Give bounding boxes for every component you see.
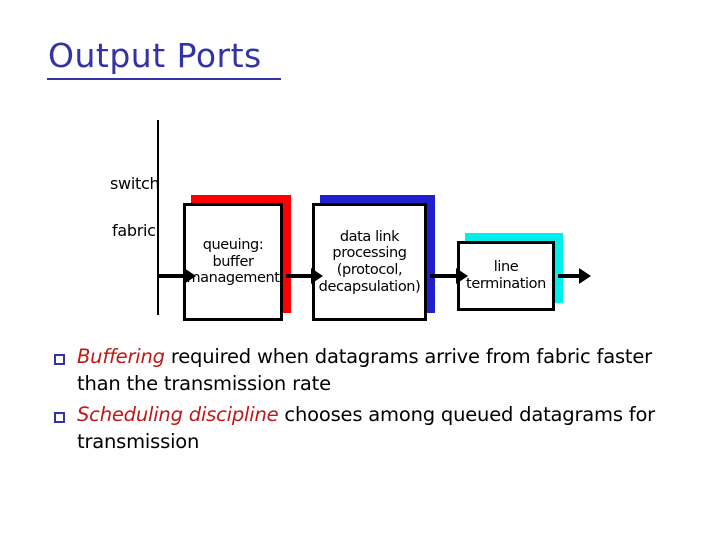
data-link-box-label: data link processing (protocol, decapsul… bbox=[318, 228, 421, 295]
list-item: Buffering required when datagrams arrive… bbox=[54, 344, 674, 398]
list-item: Scheduling discipline chooses among queu… bbox=[54, 402, 674, 456]
bullet-body: chooses among queued datagrams for trans… bbox=[77, 402, 656, 453]
title-underline bbox=[47, 78, 281, 80]
line-termination-box: line termination bbox=[457, 241, 555, 311]
output-ports-diagram: switch fabric queuing: buffer management… bbox=[0, 100, 720, 330]
bullet-keyword: Buffering bbox=[77, 345, 165, 368]
switch-fabric-boundary-line bbox=[157, 120, 159, 315]
switch-fabric-label-line2: fabric bbox=[112, 221, 156, 240]
bullet-body: required when datagrams arrive from fabr… bbox=[77, 345, 652, 395]
arrow-queuing-to-data-link-icon bbox=[286, 268, 323, 284]
square-bullet-icon bbox=[54, 354, 65, 365]
line-termination-box-label: line termination bbox=[466, 259, 546, 292]
data-link-processing-box: data link processing (protocol, decapsul… bbox=[312, 203, 427, 321]
queuing-box-label: queuing: buffer management bbox=[186, 236, 280, 287]
arrow-line-termination-out-icon bbox=[558, 268, 591, 284]
page-title: Output Ports bbox=[48, 36, 262, 75]
bullet-text: Buffering required when datagrams arrive… bbox=[77, 344, 674, 398]
arrow-data-link-to-line-termination-icon bbox=[430, 268, 468, 284]
square-bullet-icon bbox=[54, 411, 65, 423]
bullet-keyword: Scheduling discipline bbox=[77, 402, 279, 426]
switch-fabric-label-line1: switch bbox=[110, 174, 160, 193]
arrow-fabric-to-queuing-icon bbox=[158, 268, 196, 284]
queuing-buffer-management-box: queuing: buffer management bbox=[183, 203, 283, 321]
bullet-text: Scheduling discipline chooses among queu… bbox=[77, 402, 674, 456]
bullet-list: Buffering required when datagrams arrive… bbox=[54, 344, 674, 460]
